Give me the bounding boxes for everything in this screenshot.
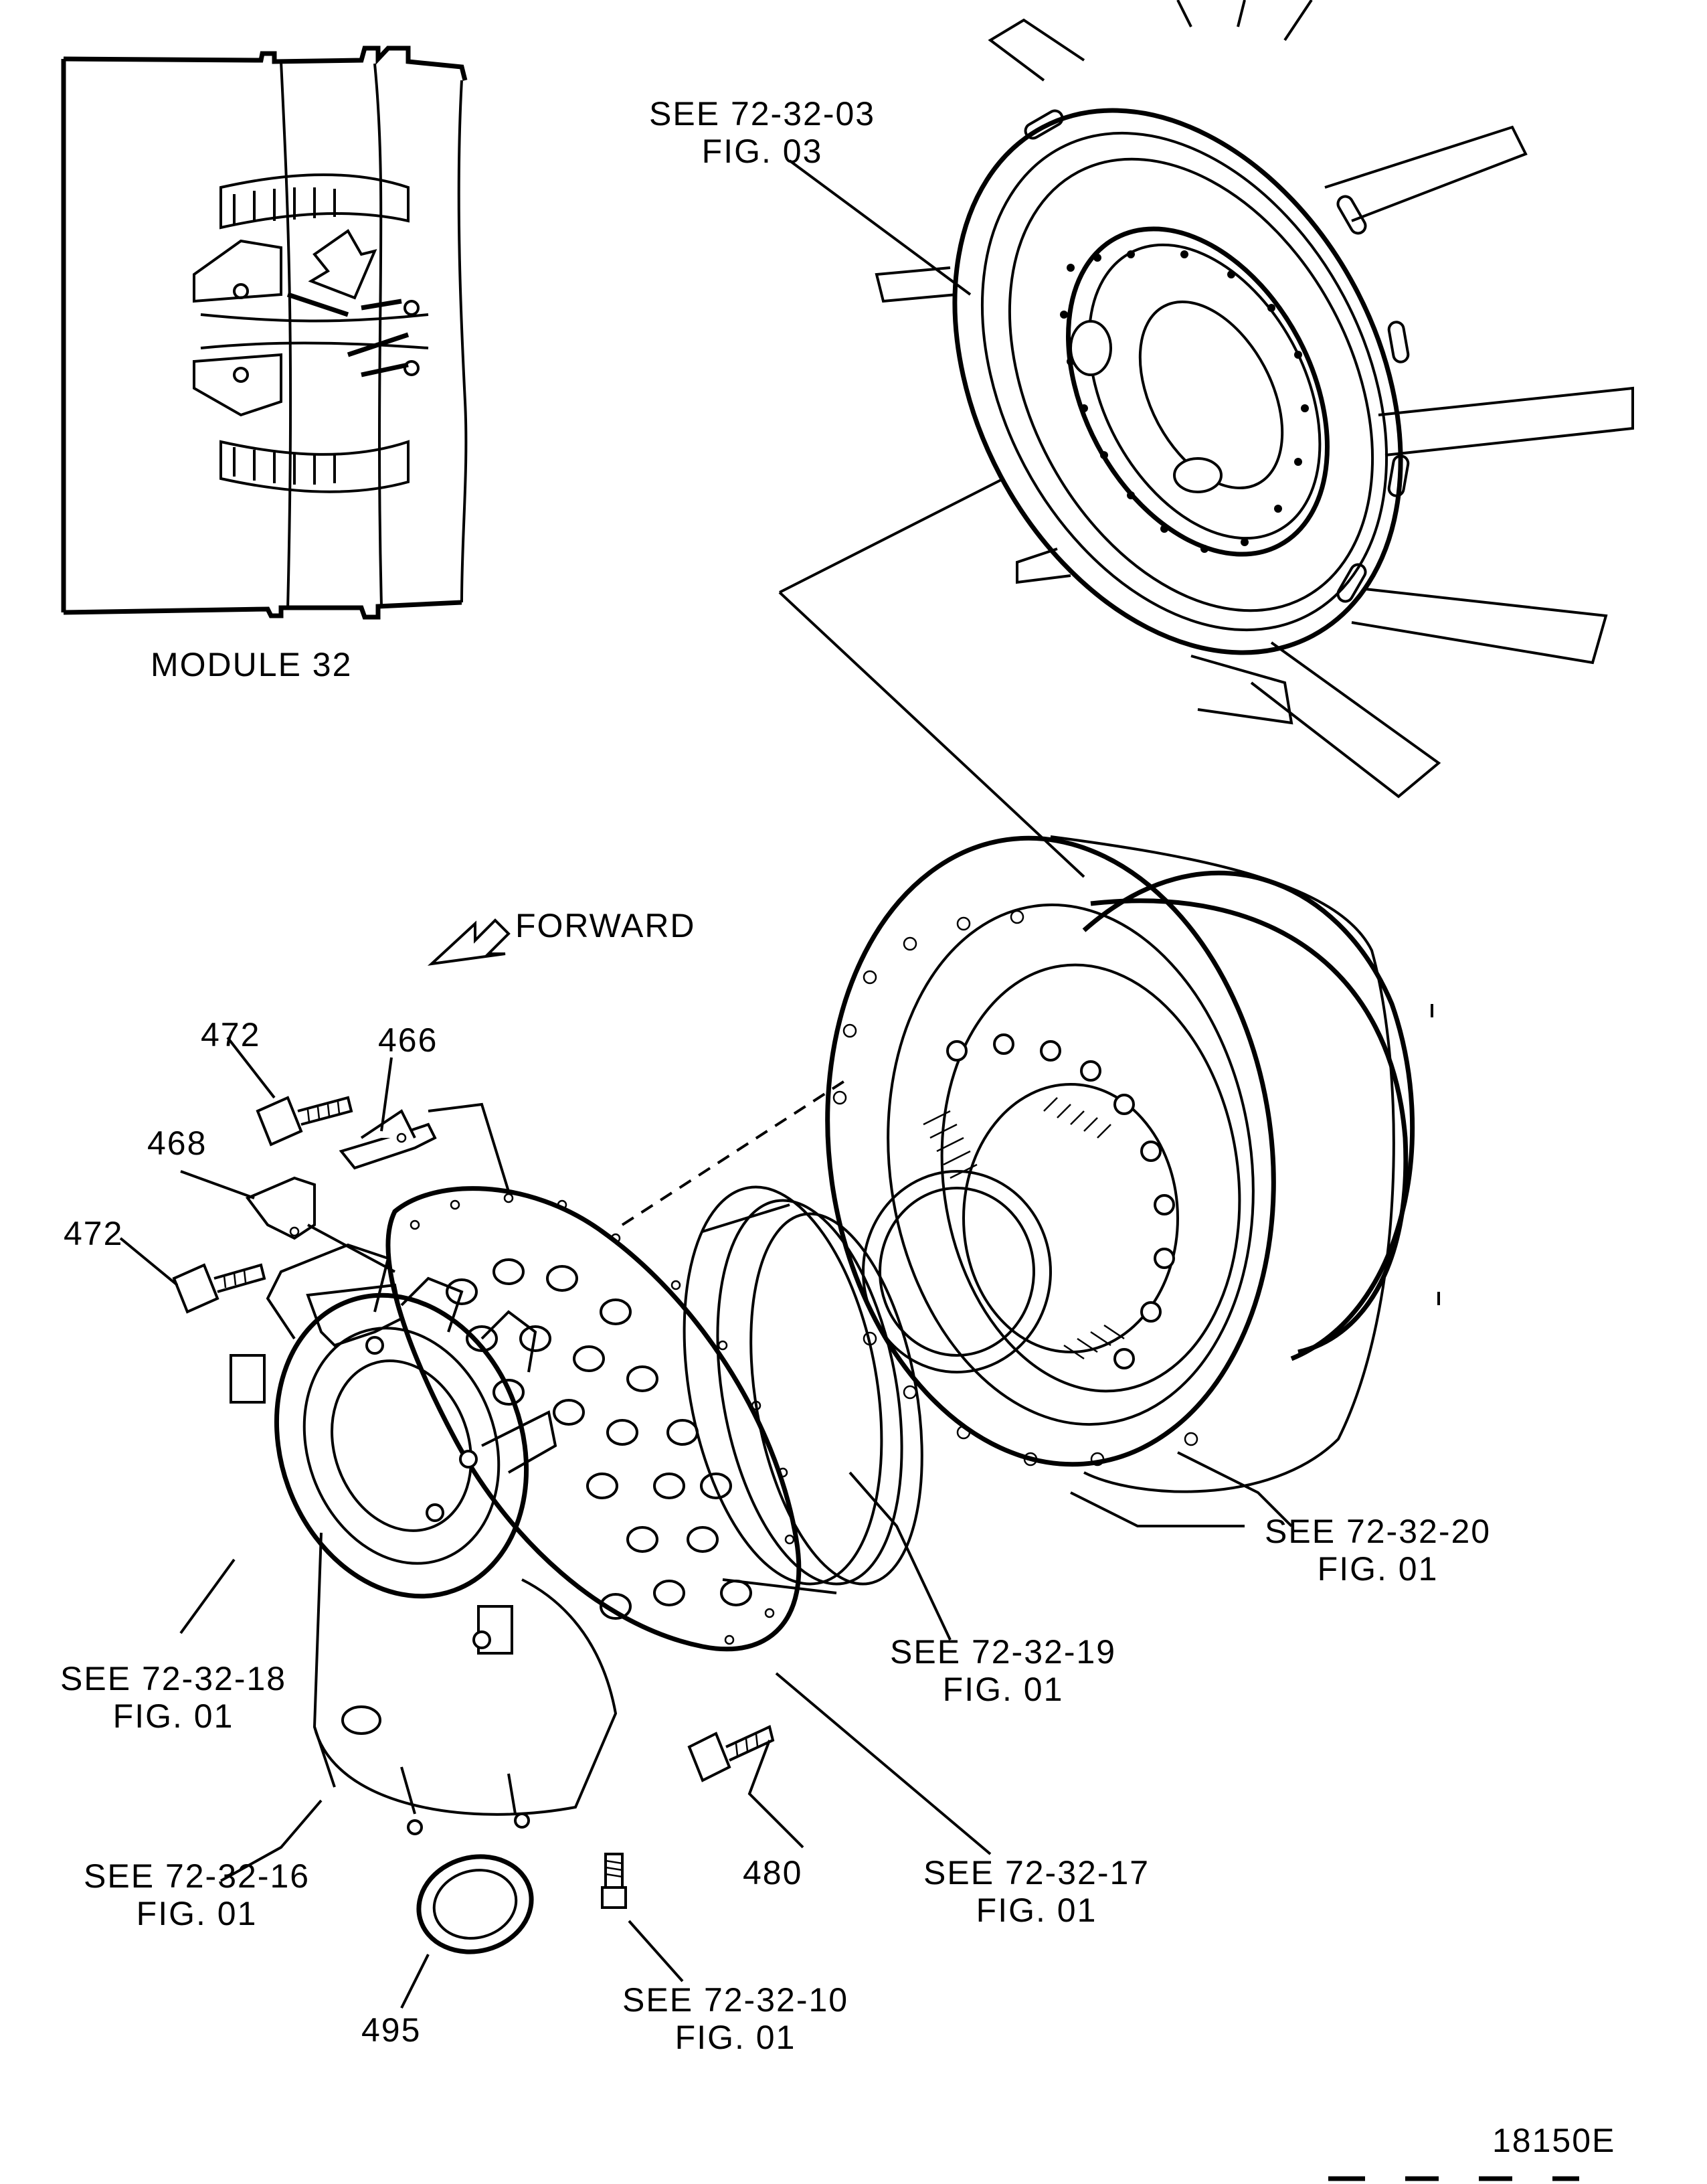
bracket-468: [245, 1176, 316, 1240]
label-see-72-32-18: SEE 72-32-18 FIG. 01: [60, 1660, 286, 1735]
ref-line: SEE 72-32-18: [60, 1660, 287, 1697]
figure-number: 18150E: [1492, 2122, 1616, 2159]
leader-lines: [119, 1036, 1293, 2009]
bolt-circle-dots: [1060, 250, 1309, 553]
stud-72-32-10: [601, 1853, 627, 1909]
module-32-inset: [61, 46, 468, 620]
flange-holes: [832, 910, 1198, 1466]
fig-line: FIG. 03: [701, 133, 823, 170]
perforated-plate: [385, 1186, 802, 1652]
ref-line: SEE 72-32-19: [890, 1633, 1117, 1671]
plate-rim-holes: [410, 1193, 795, 1645]
label-see-72-32-03: SEE 72-32-03 FIG. 03: [649, 95, 875, 170]
label-see-72-32-19: SEE 72-32-19 FIG. 01: [890, 1633, 1116, 1708]
fig-line: FIG. 01: [112, 1697, 234, 1735]
label-part-472-lower: 472: [64, 1215, 124, 1252]
bearing-support-assembly: [825, 835, 1440, 1527]
ref-line: SEE 72-32-17: [923, 1854, 1150, 1892]
gear-teeth: [923, 1097, 1125, 1360]
housing-studs: [365, 1336, 530, 1835]
ref-line: SEE 72-32-16: [84, 1857, 310, 1895]
fig-line: FIG. 01: [136, 1895, 258, 1932]
seal-495: [416, 1854, 534, 1954]
outer-ring-slots: [1024, 109, 1410, 603]
fan-frame-assembly: [778, 0, 1634, 878]
label-part-480: 480: [743, 1854, 803, 1892]
label-part-468: 468: [147, 1124, 207, 1162]
plate-holes: [446, 1258, 752, 1620]
fig-line: FIG. 01: [976, 1892, 1097, 1929]
label-part-466: 466: [378, 1021, 438, 1059]
flange-bolts: [946, 1033, 1175, 1369]
label-see-72-32-17: SEE 72-32-17 FIG. 01: [923, 1854, 1150, 1929]
alignment-line: [621, 1076, 851, 1226]
fig-line: FIG. 01: [942, 1671, 1064, 1708]
fig-line: FIG. 01: [675, 2019, 796, 2056]
bracket-466: [339, 1109, 437, 1170]
bolt-472-upper: [256, 1096, 353, 1147]
leader-72-32-03: [788, 159, 972, 296]
ref-line: SEE 72-32-10: [622, 1981, 849, 2019]
label-see-72-32-20: SEE 72-32-20 FIG. 01: [1265, 1513, 1491, 1588]
forward-arrow-icon: [427, 918, 511, 966]
label-see-72-32-10: SEE 72-32-10 FIG. 01: [622, 1981, 848, 2056]
label-module-32: MODULE 32: [151, 646, 353, 683]
bolt-472-lower: [172, 1263, 266, 1314]
fig-line: FIG. 01: [1317, 1550, 1439, 1588]
ref-line: SEE 72-32-03: [649, 95, 876, 133]
bearing-liner: [683, 1185, 923, 1594]
ref-line: SEE 72-32-20: [1265, 1513, 1492, 1550]
label-forward: FORWARD: [515, 907, 696, 944]
label-part-495: 495: [361, 2011, 422, 2049]
bearing-housing: [230, 1243, 618, 1835]
label-see-72-32-16: SEE 72-32-16 FIG. 01: [84, 1857, 310, 1932]
bolt-480: [687, 1725, 775, 1782]
seal-ring: [1082, 870, 1415, 1361]
label-part-472-upper: 472: [201, 1016, 261, 1054]
